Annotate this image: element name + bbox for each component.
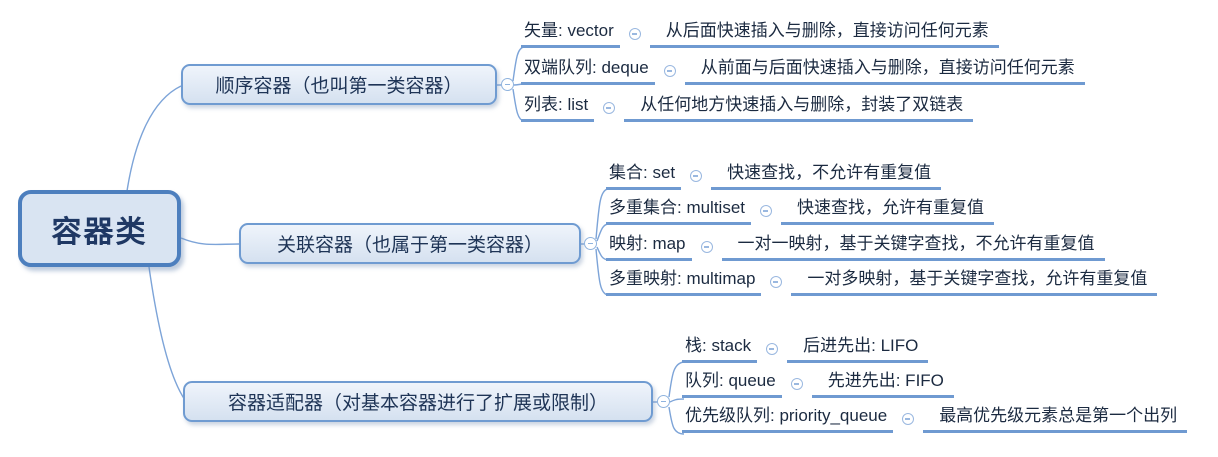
collapse-icon[interactable] [501, 78, 514, 91]
collapse-icon[interactable] [770, 276, 783, 288]
leaf-description: 从任何地方快速插入与删除，封装了双链表 [624, 94, 974, 122]
connector-root-branch1 [126, 85, 182, 192]
collapse-icon[interactable] [690, 170, 703, 182]
branch-sequence-containers[interactable]: 顺序容器（也叫第一类容器） [181, 64, 497, 105]
leaf-description: 先进先出: FIFO [811, 370, 954, 398]
collapse-icon[interactable] [584, 237, 597, 250]
leaf-topic-vector[interactable]: 矢量: vector 从后面快速插入与删除，直接访问任何元素 [521, 20, 999, 48]
leaf-label: 列表: list [521, 94, 595, 122]
collapse-icon[interactable] [663, 65, 676, 77]
collapse-icon[interactable] [603, 102, 616, 114]
leaf-topic-set[interactable]: 集合: set 快速查找，不允许有重复值 [606, 162, 942, 190]
leaf-topic-list[interactable]: 列表: list 从任何地方快速插入与删除，封装了双链表 [521, 94, 974, 122]
leaf-topic-stack[interactable]: 栈: stack 后进先出: LIFO [682, 335, 929, 363]
leaf-label: 栈: stack [682, 335, 758, 363]
leaf-topic-deque[interactable]: 双端队列: deque 从前面与后面快速插入与删除，直接访问任何元素 [521, 57, 1085, 85]
leaf-label: 映射: map [606, 233, 692, 261]
leaf-label: 队列: queue [682, 370, 782, 398]
branch-label: 容器适配器（对基本容器进行了扩展或限制） [227, 393, 608, 414]
collapse-icon[interactable] [628, 28, 641, 40]
leaf-label: 矢量: vector [521, 20, 620, 48]
root-topic-label: 容器类 [51, 215, 148, 249]
leaf-label: 双端队列: deque [521, 57, 655, 85]
connector-root-branch3 [148, 266, 186, 401]
connector-root-branch2 [180, 237, 240, 246]
connector-branch3-leaf2 [669, 398, 685, 403]
collapse-icon[interactable] [700, 241, 713, 253]
collapse-icon[interactable] [766, 343, 779, 355]
leaf-description: 一对一映射，基于关键字查找，不允许有重复值 [721, 233, 1105, 261]
leaf-topic-multiset[interactable]: 多重集合: multiset 快速查找，允许有重复值 [606, 197, 995, 225]
leaf-topic-queue[interactable]: 队列: queue 先进先出: FIFO [682, 370, 954, 398]
collapse-icon[interactable] [790, 378, 803, 390]
collapse-icon[interactable] [760, 205, 773, 217]
leaf-description: 快速查找，允许有重复值 [781, 197, 995, 225]
branch-container-adapters[interactable]: 容器适配器（对基本容器进行了扩展或限制） [183, 381, 653, 422]
leaf-topic-multimap[interactable]: 多重映射: multimap 一对多映射，基于关键字查找，允许有重复值 [606, 268, 1158, 296]
branch-associative-containers[interactable]: 关联容器（也属于第一类容器） [239, 223, 581, 264]
branch-label: 关联容器（也属于第一类容器） [276, 235, 543, 256]
leaf-description: 最高优先级元素总是第一个出列 [923, 405, 1188, 433]
leaf-description: 后进先出: LIFO [787, 335, 929, 363]
leaf-description: 从前面与后面快速插入与删除，直接访问任何元素 [684, 57, 1085, 85]
leaf-description: 从后面快速插入与删除，直接访问任何元素 [649, 20, 999, 48]
leaf-topic-map[interactable]: 映射: map 一对一映射，基于关键字查找，不允许有重复值 [606, 233, 1105, 261]
leaf-label: 集合: set [606, 162, 682, 190]
leaf-label: 多重集合: multiset [606, 197, 752, 225]
leaf-description: 一对多映射，基于关键字查找，允许有重复值 [791, 268, 1158, 296]
branch-label: 顺序容器（也叫第一类容器） [215, 76, 463, 97]
collapse-icon[interactable] [902, 413, 915, 425]
leaf-topic-priority-queue[interactable]: 优先级队列: priority_queue 最高优先级元素总是第一个出列 [682, 405, 1188, 433]
collapse-icon[interactable] [657, 395, 670, 408]
root-topic[interactable]: 容器类 [18, 190, 181, 267]
leaf-label: 优先级队列: priority_queue [682, 405, 894, 433]
leaf-label: 多重映射: multimap [606, 268, 762, 296]
leaf-description: 快速查找，不允许有重复值 [711, 162, 942, 190]
